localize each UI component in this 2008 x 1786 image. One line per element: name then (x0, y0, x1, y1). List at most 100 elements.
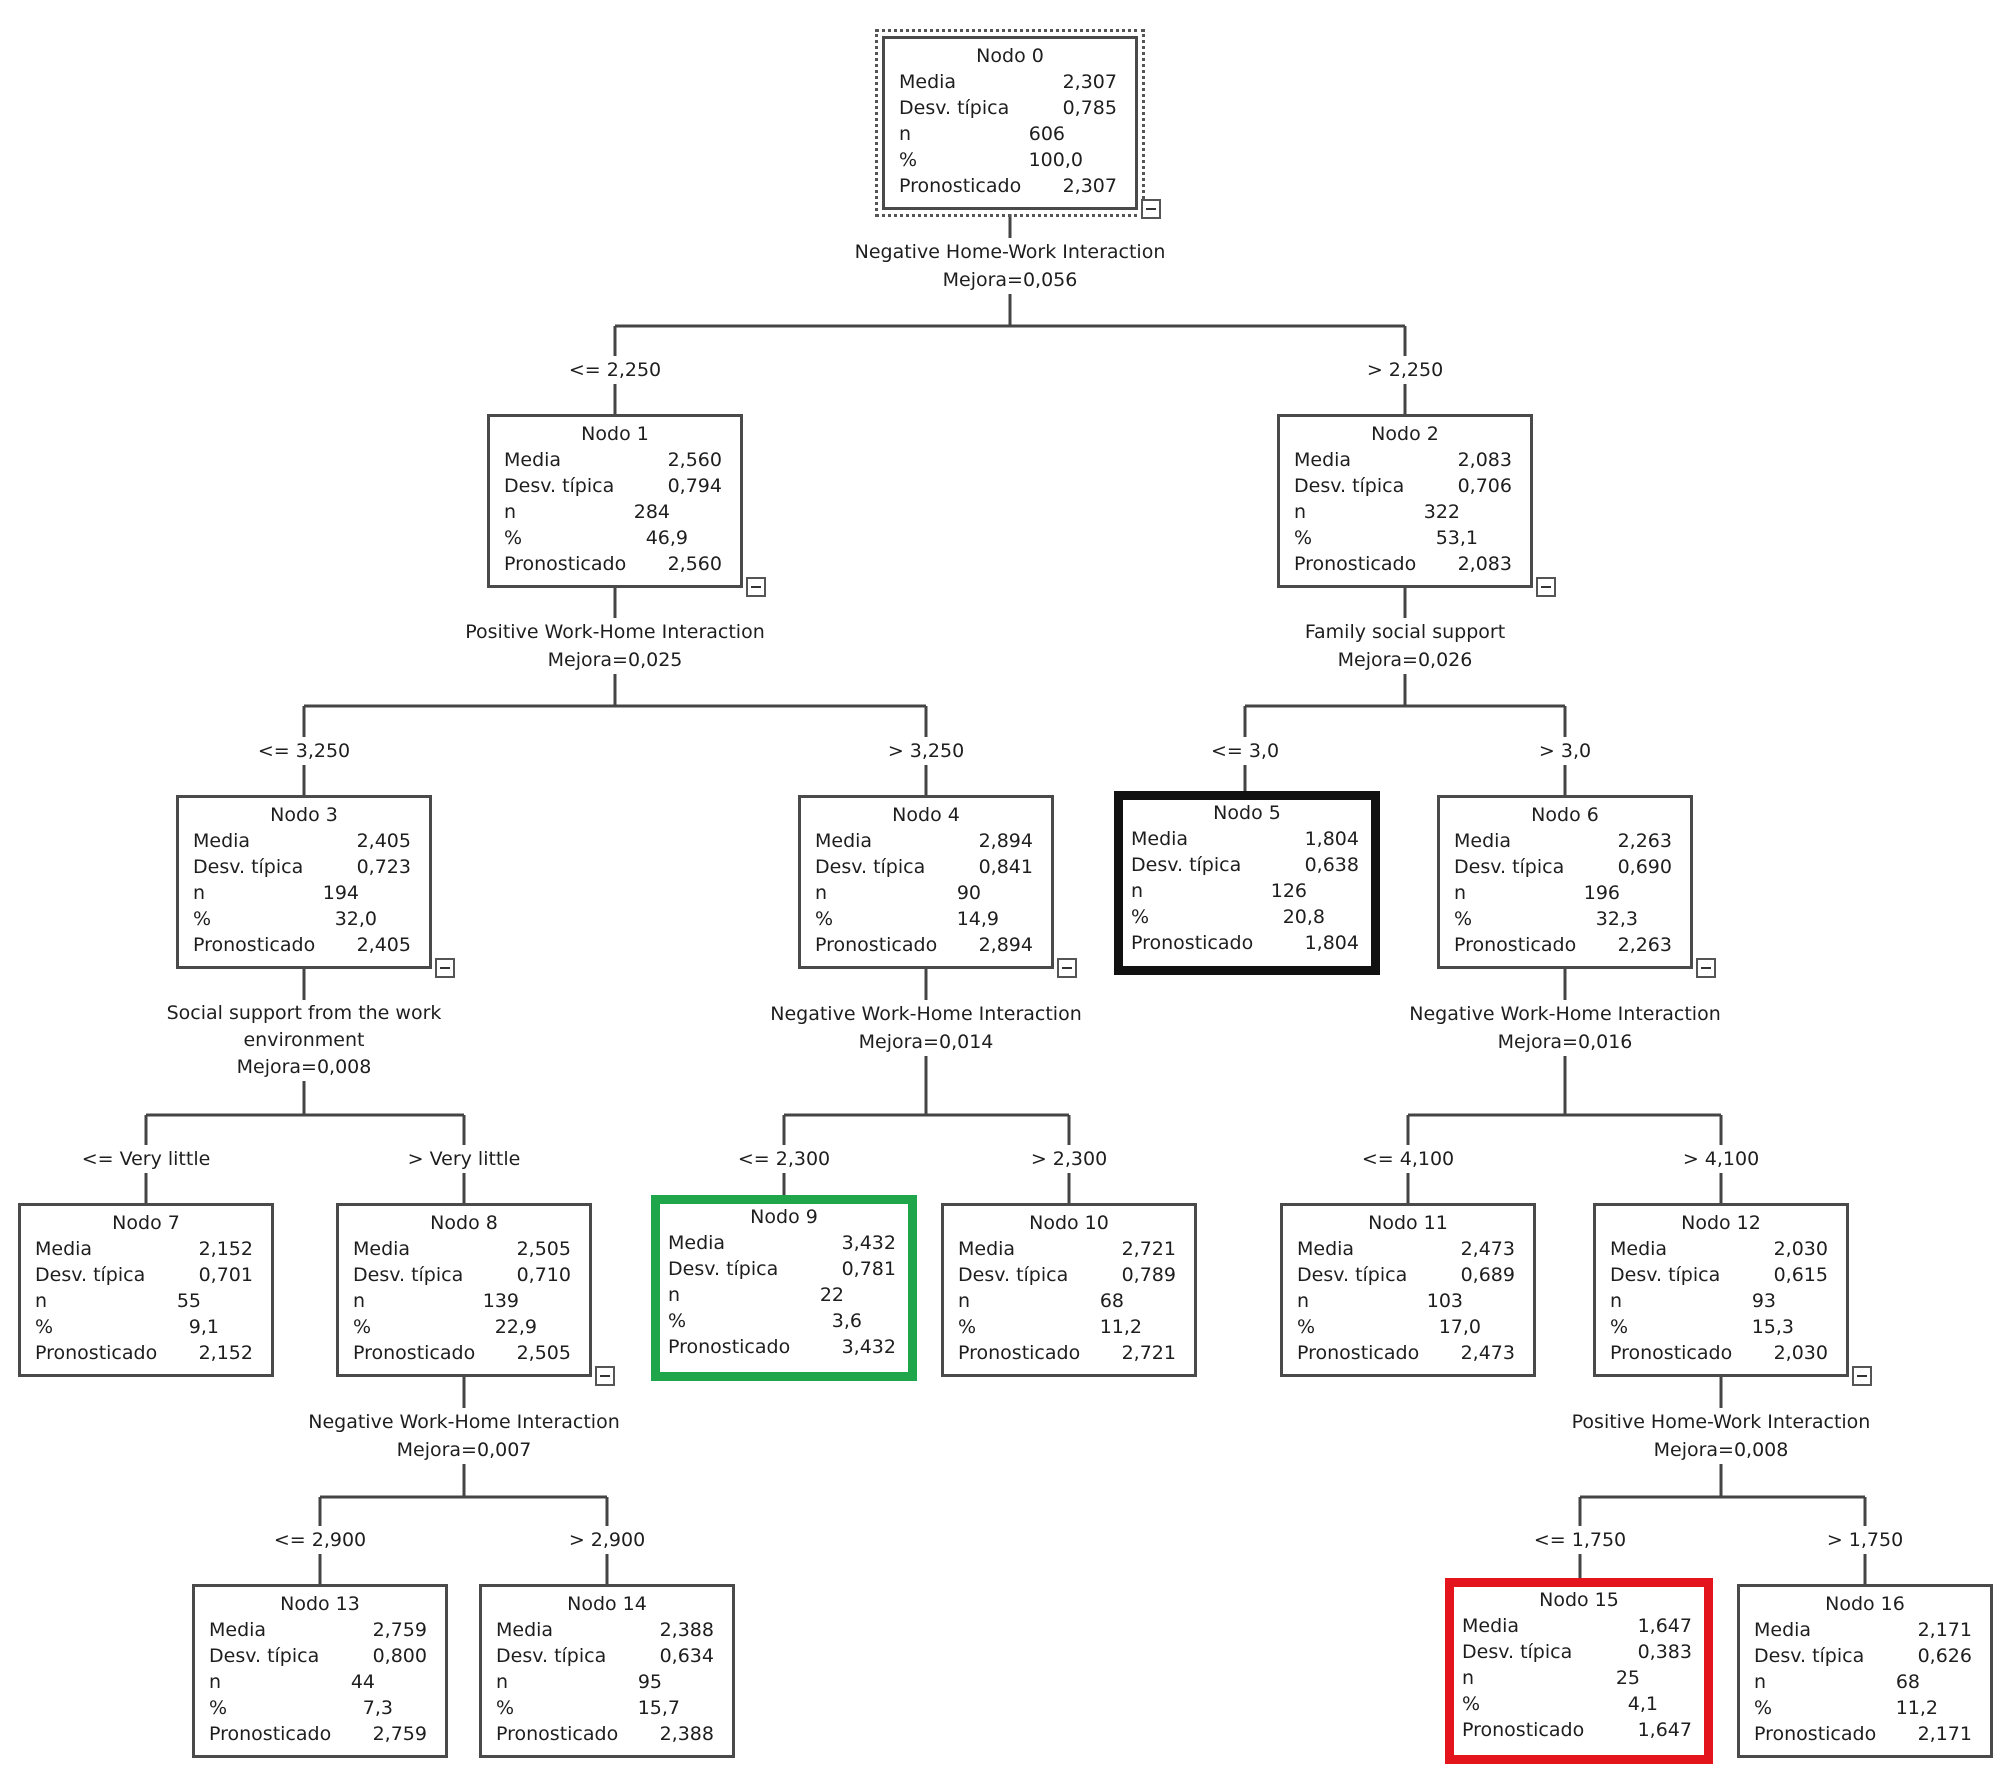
branch-label: <= 2,300 (735, 1145, 833, 1173)
row-label-pct: % (1454, 908, 1473, 930)
split-variable: Negative Work-Home Interaction (1409, 1003, 1721, 1025)
node-title: Nodo 16 (1825, 1593, 1905, 1615)
row-label-n: n (668, 1284, 681, 1306)
row-label-n: n (209, 1671, 222, 1693)
row-label-pron: Pronosticado (496, 1723, 619, 1745)
pron-value: 2,388 (659, 1723, 714, 1745)
collapse-toggle-icon[interactable] (1536, 577, 1556, 597)
row-label-media: Media (1754, 1619, 1812, 1641)
desv-value: 0,785 (1062, 97, 1117, 119)
n-value: 93 (1751, 1290, 1776, 1312)
collapse-toggle-icon[interactable] (1696, 958, 1716, 978)
split-mejora: Mejora=0,026 (1337, 649, 1473, 671)
row-label-n: n (1131, 880, 1144, 902)
row-label-pron: Pronosticado (1754, 1723, 1877, 1745)
pct-value: 11,2 (1099, 1316, 1142, 1338)
row-label-desv: Desv. típica (1610, 1264, 1721, 1286)
branch-label: > 2,250 (1364, 356, 1446, 384)
node-title: Nodo 12 (1681, 1212, 1761, 1234)
n-value: 44 (350, 1671, 375, 1693)
desv-value: 0,789 (1121, 1264, 1176, 1286)
pct-value: 53,1 (1435, 527, 1478, 549)
node-title: Nodo 10 (1029, 1212, 1109, 1234)
row-label-media: Media (958, 1238, 1016, 1260)
collapse-toggle-icon[interactable] (595, 1366, 615, 1386)
row-label-n: n (1610, 1290, 1623, 1312)
collapse-toggle-icon[interactable] (1852, 1366, 1872, 1386)
row-label-desv: Desv. típica (958, 1264, 1069, 1286)
pron-value: 2,083 (1457, 553, 1512, 575)
row-label-pron: Pronosticado (353, 1342, 476, 1364)
collapse-toggle-icon[interactable] (435, 958, 455, 978)
row-label-desv: Desv. típica (193, 856, 304, 878)
split-variable: Negative Home-Work Interaction (854, 241, 1166, 263)
node-title: Nodo 2 (1371, 423, 1439, 445)
branch-label: > 3,0 (1536, 737, 1594, 765)
pron-value: 2,152 (198, 1342, 253, 1364)
split-mejora: Mejora=0,016 (1497, 1031, 1633, 1053)
n-value: 606 (1028, 123, 1065, 145)
row-label-pct: % (958, 1316, 977, 1338)
split-label-nodo-3: Social support from the work environment… (152, 1000, 456, 1081)
node-title: Nodo 8 (430, 1212, 498, 1234)
row-label-desv: Desv. típica (209, 1645, 320, 1667)
split-variable: Negative Work-Home Interaction (308, 1411, 620, 1433)
row-label-media: Media (193, 830, 251, 852)
branch-label: <= Very little (79, 1145, 213, 1173)
row-label-pron: Pronosticado (1462, 1719, 1585, 1741)
row-label-pct: % (899, 149, 918, 171)
split-label-nodo-8: Negative Work-Home Interaction Mejora=0,… (306, 1408, 622, 1464)
desv-value: 0,689 (1460, 1264, 1515, 1286)
split-variable: Social support from the work environment (166, 1002, 442, 1051)
row-label-desv: Desv. típica (35, 1264, 146, 1286)
row-label-desv: Desv. típica (1754, 1645, 1865, 1667)
split-mejora: Mejora=0,007 (396, 1439, 532, 1461)
pct-value: 9,1 (188, 1316, 219, 1338)
row-label-media: Media (1454, 830, 1512, 852)
n-value: 103 (1426, 1290, 1463, 1312)
pct-value: 17,0 (1438, 1316, 1481, 1338)
branch-label: <= 3,0 (1208, 737, 1282, 765)
desv-value: 0,710 (516, 1264, 571, 1286)
media-value: 2,405 (356, 830, 411, 852)
row-label-media: Media (899, 71, 957, 93)
desv-value: 0,781 (841, 1258, 896, 1280)
branch-label: <= 3,250 (255, 737, 353, 765)
node-title: Nodo 4 (892, 804, 960, 826)
row-label-pct: % (496, 1697, 515, 1719)
row-label-pron: Pronosticado (1131, 932, 1254, 954)
row-label-pct: % (668, 1310, 687, 1332)
n-value: 25 (1615, 1667, 1640, 1689)
pct-value: 3,6 (831, 1310, 862, 1332)
split-variable: Positive Work-Home Interaction (465, 621, 765, 643)
desv-value: 0,638 (1304, 854, 1359, 876)
media-value: 1,804 (1304, 828, 1359, 850)
desv-value: 0,626 (1917, 1645, 1972, 1667)
n-value: 126 (1270, 880, 1307, 902)
branch-label: > Very little (405, 1145, 523, 1173)
row-label-n: n (1297, 1290, 1310, 1312)
row-label-n: n (35, 1290, 48, 1312)
collapse-toggle-icon[interactable] (1141, 199, 1161, 219)
collapse-toggle-icon[interactable] (1057, 958, 1077, 978)
row-label-pct: % (815, 908, 834, 930)
collapse-toggle-icon[interactable] (746, 577, 766, 597)
row-label-pct: % (353, 1316, 372, 1338)
